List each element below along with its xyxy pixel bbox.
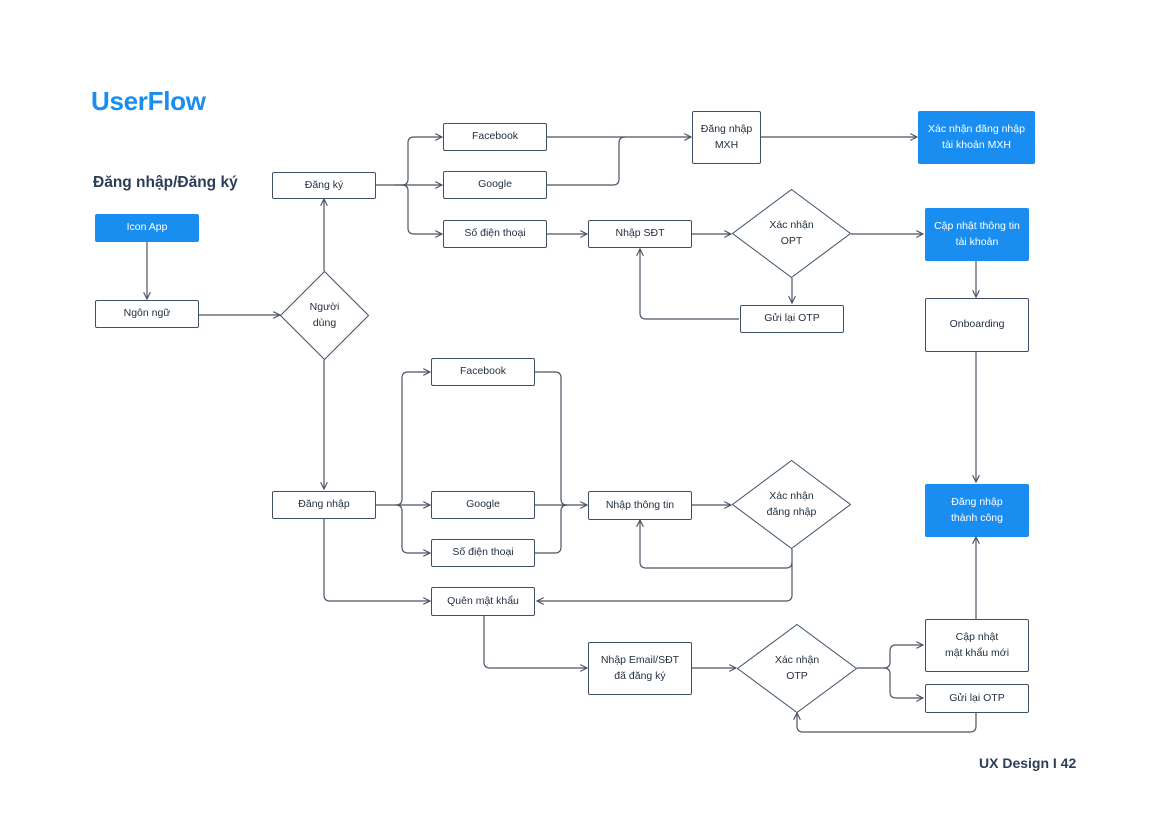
edge-dangnhap-facebook (395, 372, 430, 506)
gui-lai-otp-2-node: Gửi lại OTP (925, 684, 1029, 713)
dang-nhap-mxh-node: Đăng nhập MXH (692, 111, 761, 164)
edge-dangky-facebook (395, 137, 442, 186)
edge-guilai-nhapsdt (640, 249, 739, 320)
dk-facebook-node: Facebook (443, 123, 547, 151)
dang-nhap-node: Đăng nhập (272, 491, 376, 519)
decision-diamond-shape (732, 189, 851, 278)
xac-nhan-otp-decision: Xác nhận OTP (737, 624, 857, 713)
nhap-email-sdt-node: Nhập Email/SĐT đã đăng ký (588, 642, 692, 695)
edge-dnsdt-nhapthongtin (535, 504, 568, 554)
edge-dangnhap-sdt (395, 504, 430, 553)
decision-diamond-shape (280, 271, 369, 360)
dang-ky-node: Đăng ký (272, 172, 376, 199)
cap-nhat-mat-khau-moi-node: Cập nhật mật khẩu mới (925, 619, 1029, 672)
edge-xacnhanotp-capnhatmk (883, 645, 923, 669)
dn-so-dien-thoai-node: Số điện thoại (431, 539, 535, 567)
xac-nhan-mxh-node: Xác nhận đăng nhập tài khoản MXH (918, 111, 1035, 164)
dn-facebook-node: Facebook (431, 358, 535, 386)
edge-dangky-sdt (401, 184, 442, 234)
decision-diamond-shape (732, 460, 851, 549)
dang-nhap-thanh-cong-node: Đăng nhập thành công (925, 484, 1029, 537)
edge-xacnhanotp-guilai2 (883, 667, 923, 698)
icon-app-node: Icon App (95, 214, 199, 242)
section-title: Đăng nhập/Đăng ký (93, 174, 238, 191)
xac-nhan-dang-nhap-decision: Xác nhận đăng nhập (732, 460, 851, 549)
edge-dnfacebook-nhapthongtin (535, 371, 568, 506)
dk-so-dien-thoai-node: Số điện thoại (443, 220, 547, 248)
dn-google-node: Google (431, 491, 535, 519)
ngon-ngu-node: Ngôn ngữ (95, 300, 199, 328)
gui-lai-otp-node: Gửi lại OTP (740, 305, 844, 333)
edge-dangnhap-quenmk (323, 519, 430, 601)
page-footer: UX Design I 42 (979, 755, 1077, 771)
cap-nhat-thong-tin-node: Cập nhật thông tin tài khoản (925, 208, 1029, 261)
nhap-sdt-node: Nhập SĐT (588, 220, 692, 248)
onboarding-node: Onboarding (925, 298, 1029, 352)
edge-dkgoogle-mxh (547, 136, 626, 186)
edge-guilai2-xacnhanotp (797, 713, 977, 733)
decision-diamond-shape (737, 624, 857, 713)
edge-quenmk-nhapemail (483, 616, 587, 668)
page-title: UserFlow (91, 86, 206, 116)
nhap-thong-tin-node: Nhập thông tin (588, 491, 692, 520)
nguoi-dung-decision: Người dùng (280, 271, 369, 360)
dk-google-node: Google (443, 171, 547, 199)
quen-mat-khau-node: Quên mật khẩu (431, 587, 535, 616)
edge-xacnhan-quenmk (537, 562, 793, 601)
xac-nhan-opt-decision: Xác nhận OPT (732, 189, 851, 278)
